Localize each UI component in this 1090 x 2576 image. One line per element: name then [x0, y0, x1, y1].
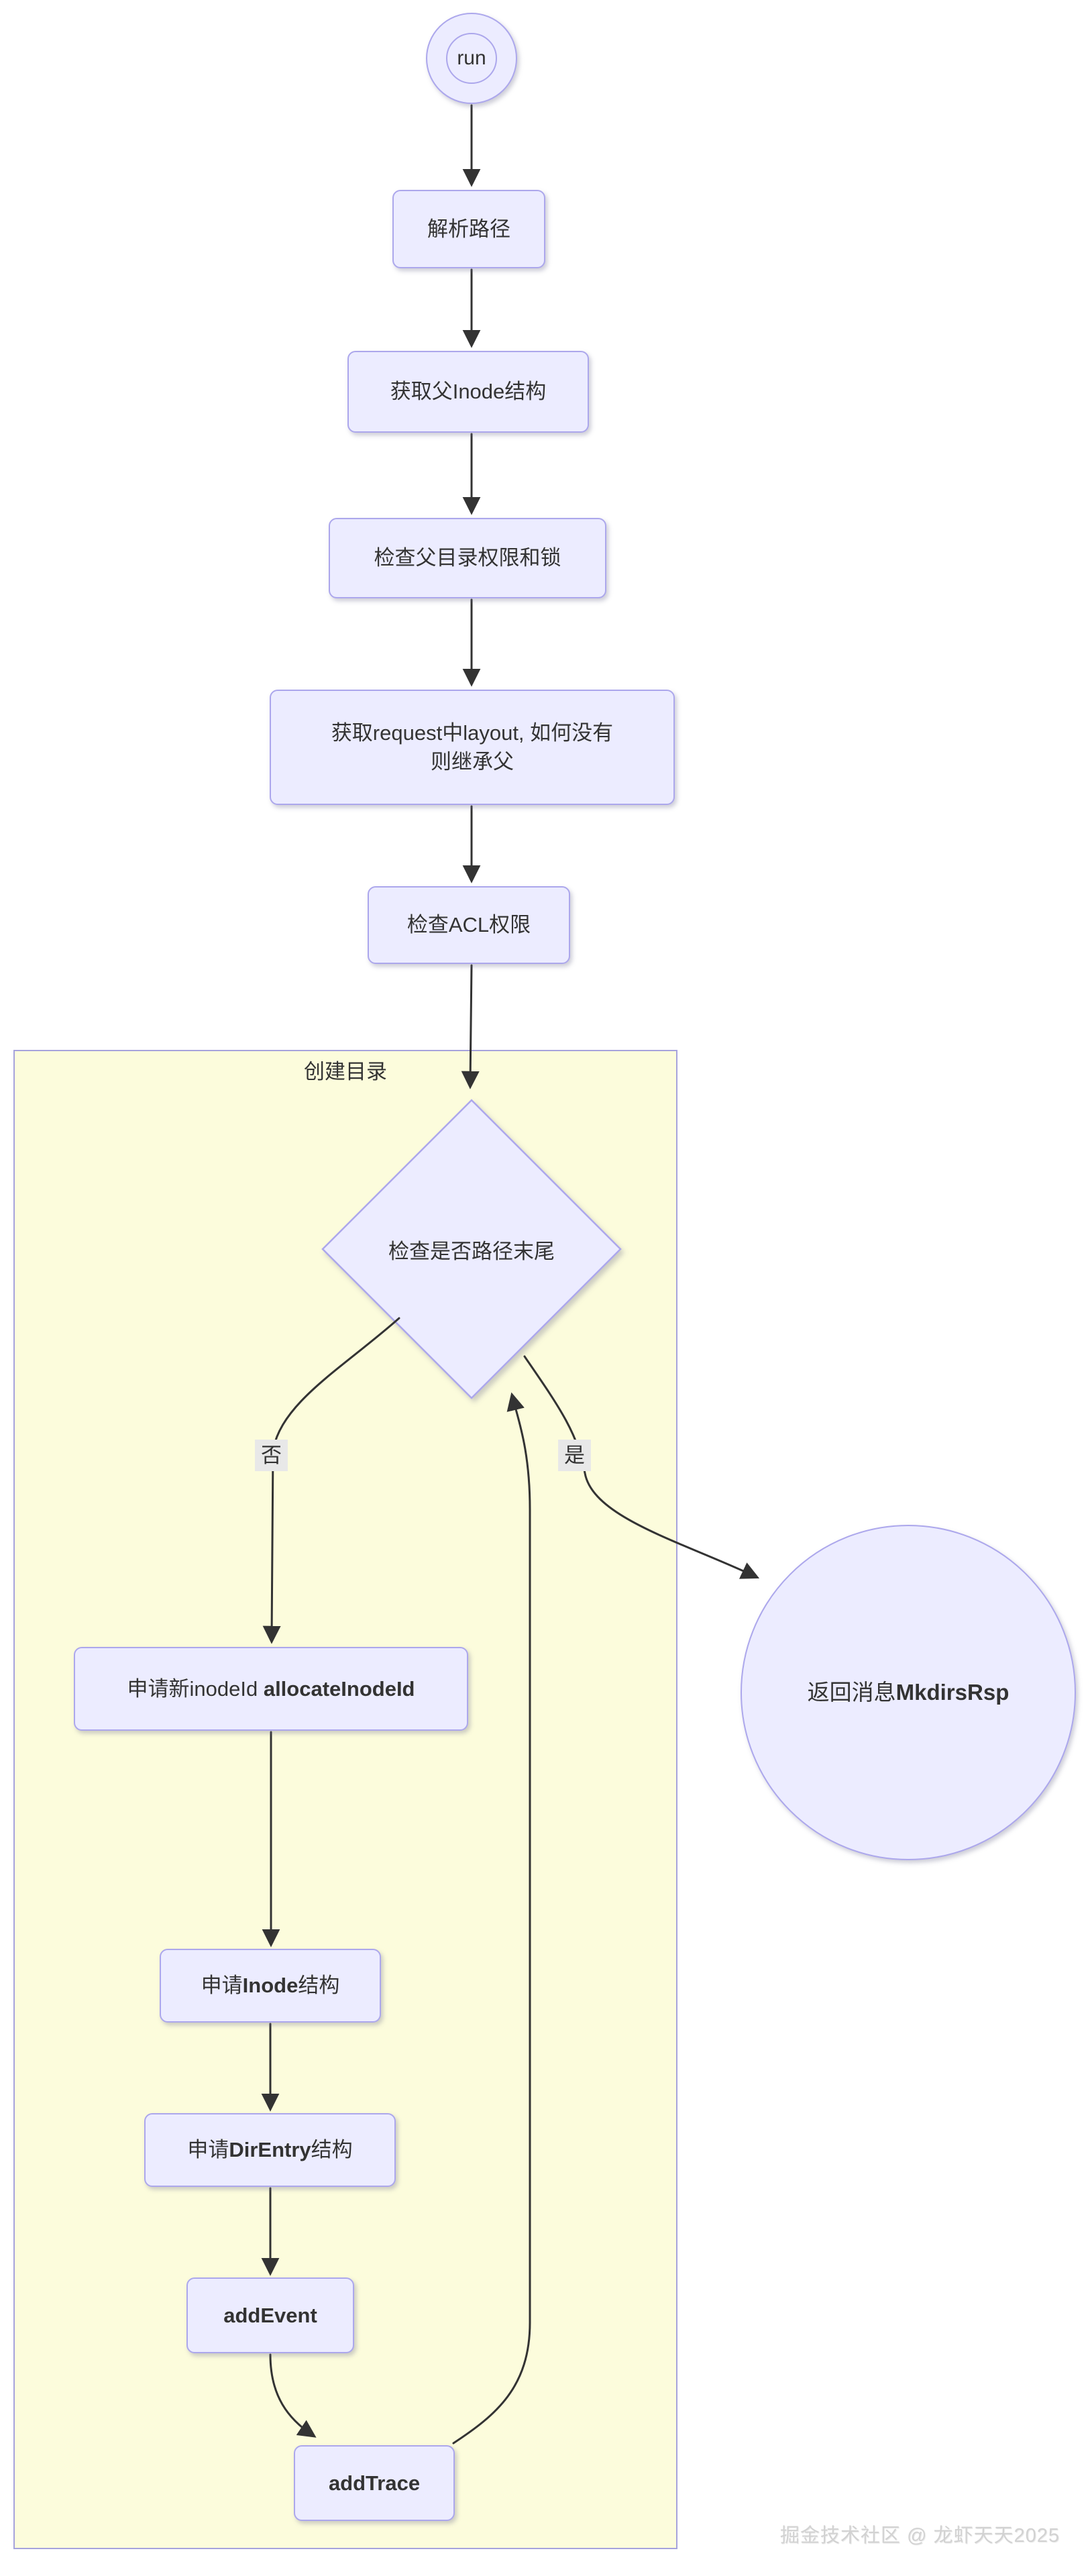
edge-diamond-no-to-allocate-inode-id [262, 1317, 400, 1644]
allocate-inode-id-prefix: 申请新inodeId [127, 1676, 264, 1701]
edge-add-event-to-add-trace [269, 2353, 317, 2438]
edge-add-trace-back-to-diamond [452, 1392, 531, 2445]
watermark: 掘金技术社区 @ 龙虾天天2025 [779, 2525, 1060, 2546]
alloc-inode-prefix: 申请 [201, 1974, 243, 1998]
diamond-shape [321, 1099, 622, 1399]
alloc-direntry-bold: DirEntry [229, 2138, 311, 2162]
node-get-layout: 获取request中layout, 如何没有 则继承父 [270, 690, 675, 805]
node-add-trace: addTrace [294, 2445, 455, 2521]
edge-label-yes: 是 [558, 1440, 591, 1472]
alloc-direntry-suffix: 结构 [311, 2138, 353, 2162]
node-alloc-direntry-struct: 申请DirEntry结构 [144, 2113, 396, 2187]
node-run: run [426, 13, 517, 104]
node-parse-path: 解析路径 [392, 190, 545, 268]
node-check-parent-permissions: 检查父目录权限和锁 [329, 518, 606, 598]
node-alloc-inode-struct: 申请Inode结构 [160, 1949, 381, 2023]
allocate-inode-id-bold: allocateInodeId [263, 1676, 415, 1701]
node-return-mkdirs-rsp: 返回消息MkdirsRsp [741, 1525, 1076, 1860]
edge-check-acl-to-diamond [461, 964, 480, 1089]
get-layout-line2: 则继承父 [431, 750, 514, 773]
alloc-inode-bold: Inode [242, 1974, 298, 1998]
run-inner-circle: run [446, 33, 497, 84]
node-check-path-end: 检查是否路径末尾 [388, 1239, 555, 1263]
return-mkdirs-prefix: 返回消息 [807, 1679, 896, 1705]
alloc-direntry-prefix: 申请 [187, 2138, 229, 2162]
node-allocate-inode-id: 申请新inodeId allocateInodeId [74, 1647, 468, 1731]
node-get-parent-inode: 获取父Inode结构 [347, 351, 589, 433]
get-layout-line1: 获取request中layout, 如何没有 [331, 720, 614, 745]
node-check-acl: 检查ACL权限 [368, 886, 570, 964]
alloc-inode-suffix: 结构 [298, 1974, 340, 1998]
edge-diamond-yes-to-return-circle [523, 1355, 760, 1579]
edge-label-no: 否 [255, 1440, 288, 1472]
cluster-label: 创建目录 [304, 1060, 387, 1083]
node-add-event: addEvent [186, 2277, 354, 2353]
return-mkdirs-bold: MkdirsRsp [895, 1679, 1010, 1705]
